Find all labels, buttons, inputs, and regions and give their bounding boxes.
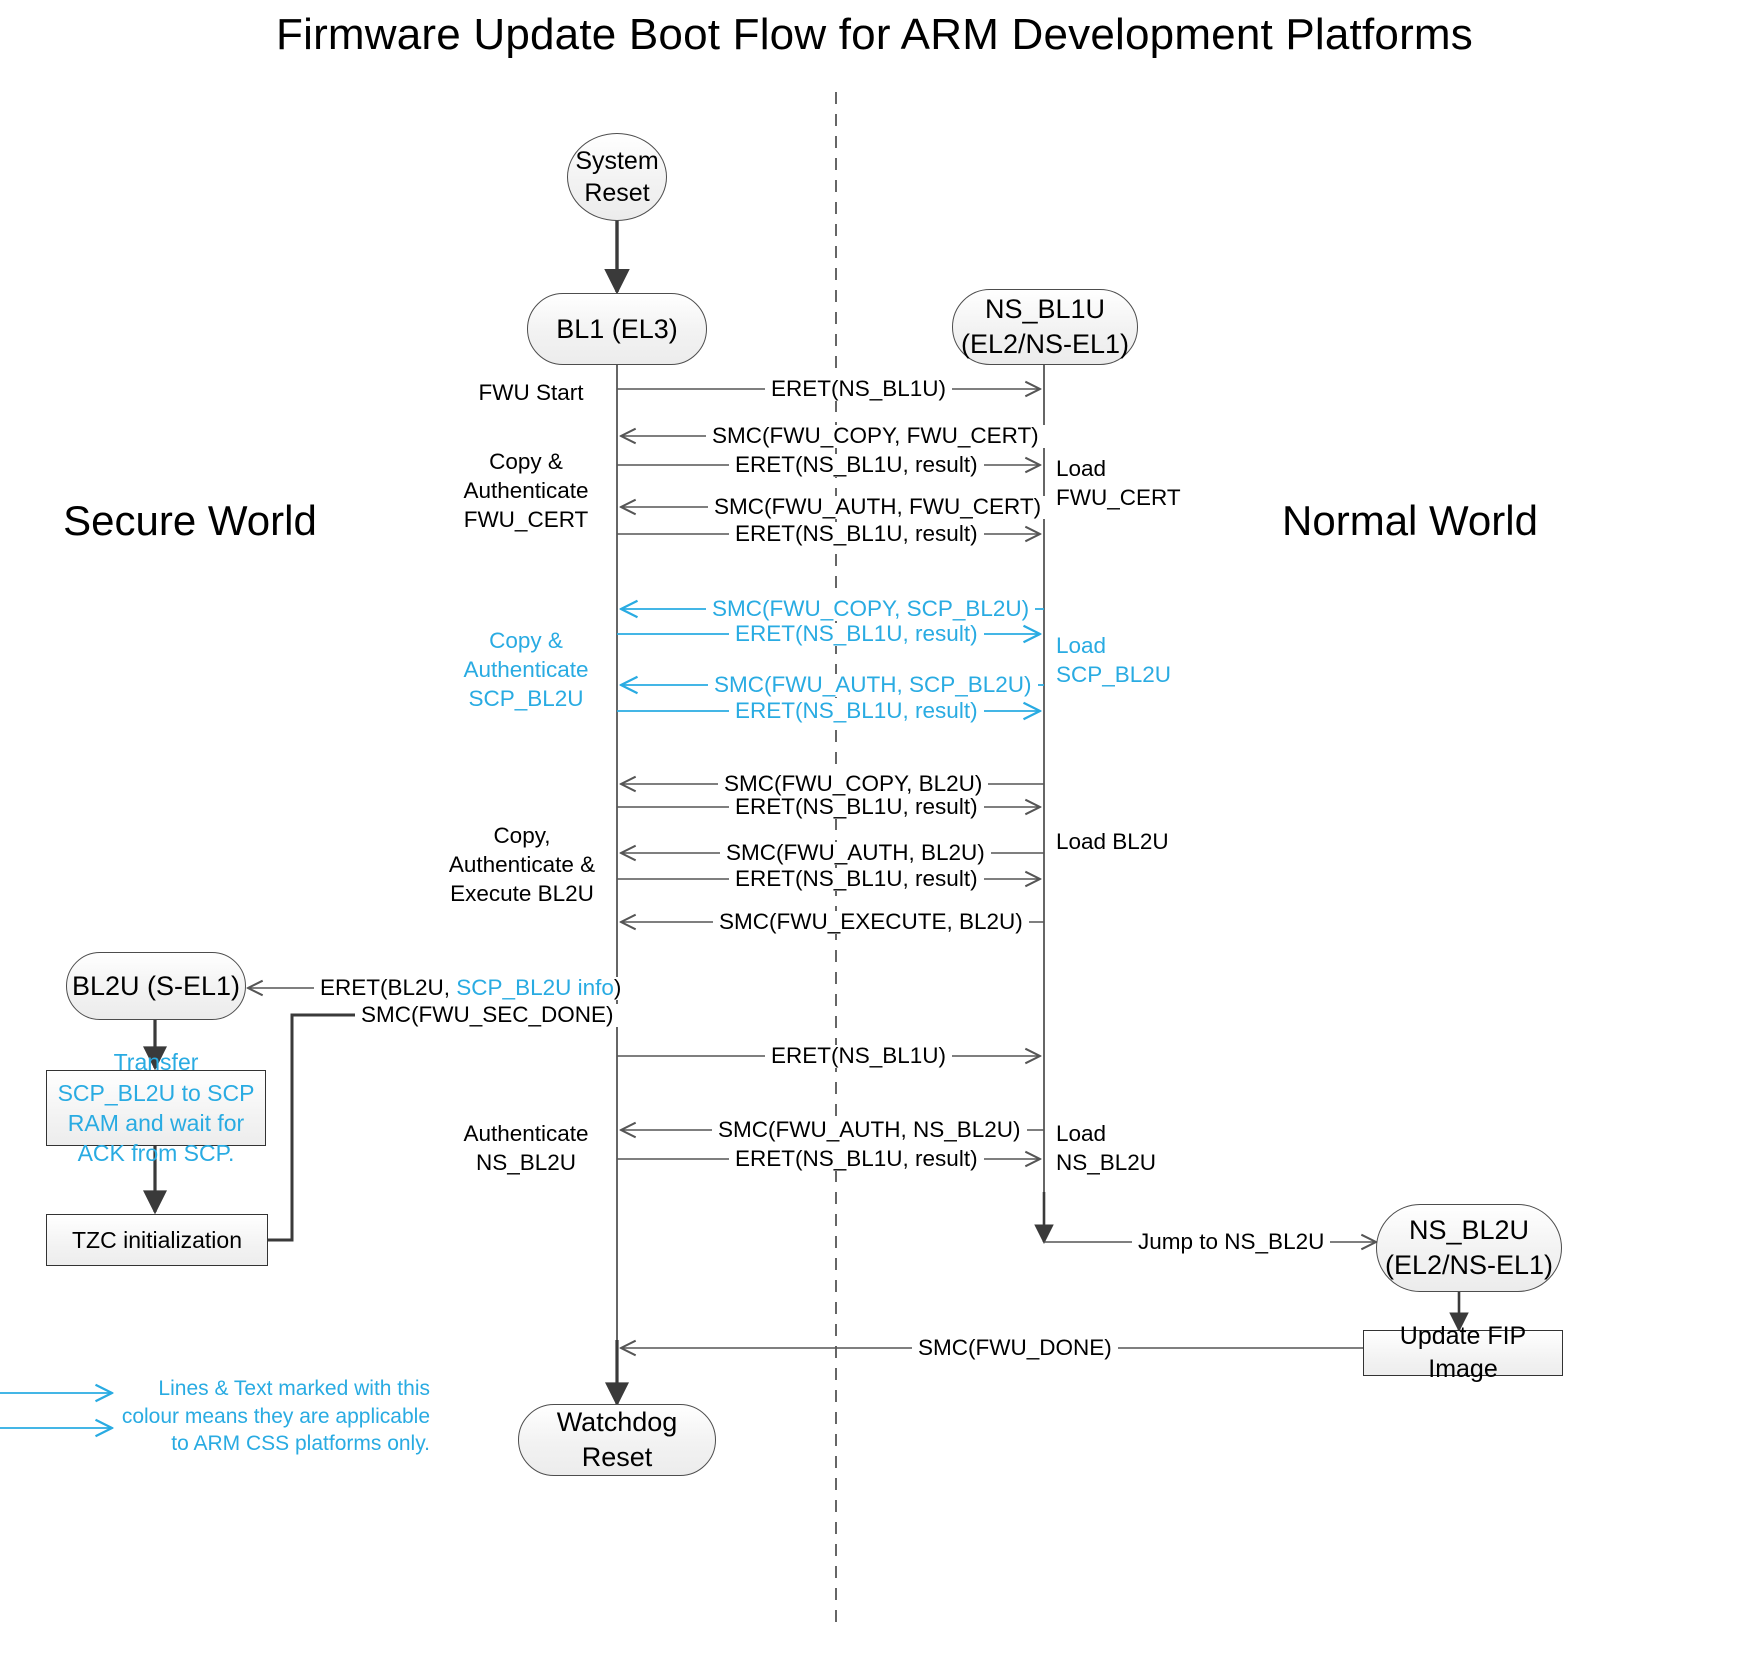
page-title: Firmware Update Boot Flow for ARM Develo… <box>276 10 1473 59</box>
message-label-smc-fwu-auth-scp-bl2u: SMC(FWU_AUTH, SCP_BL2U) <box>708 673 1038 697</box>
stage-label-fwu-start: FWU Start <box>478 380 584 405</box>
node-watchdog-reset[interactable]: Watchdog Reset <box>518 1404 716 1476</box>
node-bl1[interactable]: BL1 (EL3) <box>527 293 707 365</box>
message-label-smc-fwu-auth-bl2u: SMC(FWU_AUTH, BL2U) <box>720 841 991 865</box>
node-ns-bl1u[interactable]: NS_BL1U (EL2/NS-EL1) <box>952 289 1138 365</box>
message-label-eret-result-6: ERET(NS_BL1U, result) <box>729 867 984 891</box>
message-label-eret-result-5: ERET(NS_BL1U, result) <box>729 795 984 819</box>
message-label-eret-ns-bl1u-2: ERET(NS_BL1U) <box>765 1044 953 1068</box>
message-label-smc-fwu-auth-fwu-cert: SMC(FWU_AUTH, FWU_CERT) <box>708 495 1048 519</box>
node-system-reset[interactable]: System Reset <box>567 133 667 221</box>
message-label-jump-to-ns-bl2u: Jump to NS_BL2U <box>1132 1230 1331 1254</box>
message-label-eret-result-2: ERET(NS_BL1U, result) <box>729 522 984 546</box>
message-label-eret-result-4: ERET(NS_BL1U, result) <box>729 699 984 723</box>
eret-bl2u-suffix: ) <box>613 975 622 1000</box>
message-label-eret-bl2u-scp-info: ERET(BL2U, SCP_BL2U info) <box>314 975 628 1000</box>
eret-bl2u-cyan-part: SCP_BL2U info <box>456 975 614 1000</box>
legend-description: Lines & Text marked with this colour mea… <box>121 1377 430 1456</box>
node-ns-bl2u[interactable]: NS_BL2U (EL2/NS-EL1) <box>1376 1204 1562 1292</box>
box-transfer-scp-bl2u: Transfer SCP_BL2U to SCP RAM and wait fo… <box>46 1049 266 1166</box>
stage-label-load-ns-bl2u: Load NS_BL2U <box>1056 1121 1157 1175</box>
message-label-smc-fwu-copy-bl2u: SMC(FWU_COPY, BL2U) <box>718 772 989 796</box>
box-update-fip-image: Update FIP Image <box>1363 1322 1563 1383</box>
message-label-smc-fwu-done: SMC(FWU_DONE) <box>912 1336 1118 1360</box>
message-label-smc-fwu-sec-done: SMC(FWU_SEC_DONE) <box>355 1003 620 1027</box>
stage-label-copy-auth-scp-bl2u: Copy & Authenticate SCP_BL2U <box>463 628 589 711</box>
stage-label-copy-auth-exec-bl2u: Copy, Authenticate & Execute BL2U <box>448 823 596 906</box>
message-label-smc-fwu-auth-ns-bl2u: SMC(FWU_AUTH, NS_BL2U) <box>712 1118 1027 1142</box>
box-tzc-initialization: TZC initialization <box>46 1214 268 1266</box>
stage-label-load-fwu-cert: Load FWU_CERT <box>1056 456 1181 510</box>
stage-label-load-bl2u: Load BL2U <box>1056 829 1169 854</box>
message-label-smc-fwu-copy-scp-bl2u: SMC(FWU_COPY, SCP_BL2U) <box>706 597 1036 621</box>
secure-world-label: Secure World <box>63 497 317 544</box>
stage-label-load-scp-bl2u: Load SCP_BL2U <box>1056 633 1172 687</box>
message-label-eret-result-3: ERET(NS_BL1U, result) <box>729 622 984 646</box>
normal-world-label: Normal World <box>1282 497 1538 544</box>
eret-bl2u-prefix: ERET(BL2U, <box>320 975 457 1000</box>
message-label-smc-fwu-copy-fwu-cert: SMC(FWU_COPY, FWU_CERT) <box>706 424 1045 448</box>
stage-label-authenticate-ns-bl2u: Authenticate NS_BL2U <box>463 1121 589 1175</box>
message-label-smc-fwu-execute-bl2u: SMC(FWU_EXECUTE, BL2U) <box>713 910 1029 934</box>
stage-label-copy-auth-fwu-cert: Copy & Authenticate FWU_CERT <box>463 449 589 532</box>
node-bl2u[interactable]: BL2U (S-EL1) <box>66 952 246 1020</box>
message-label-eret-result-1: ERET(NS_BL1U, result) <box>729 453 984 477</box>
message-label-eret-result-7: ERET(NS_BL1U, result) <box>729 1147 984 1171</box>
message-label-eret-ns-bl1u-1: ERET(NS_BL1U) <box>765 377 953 401</box>
